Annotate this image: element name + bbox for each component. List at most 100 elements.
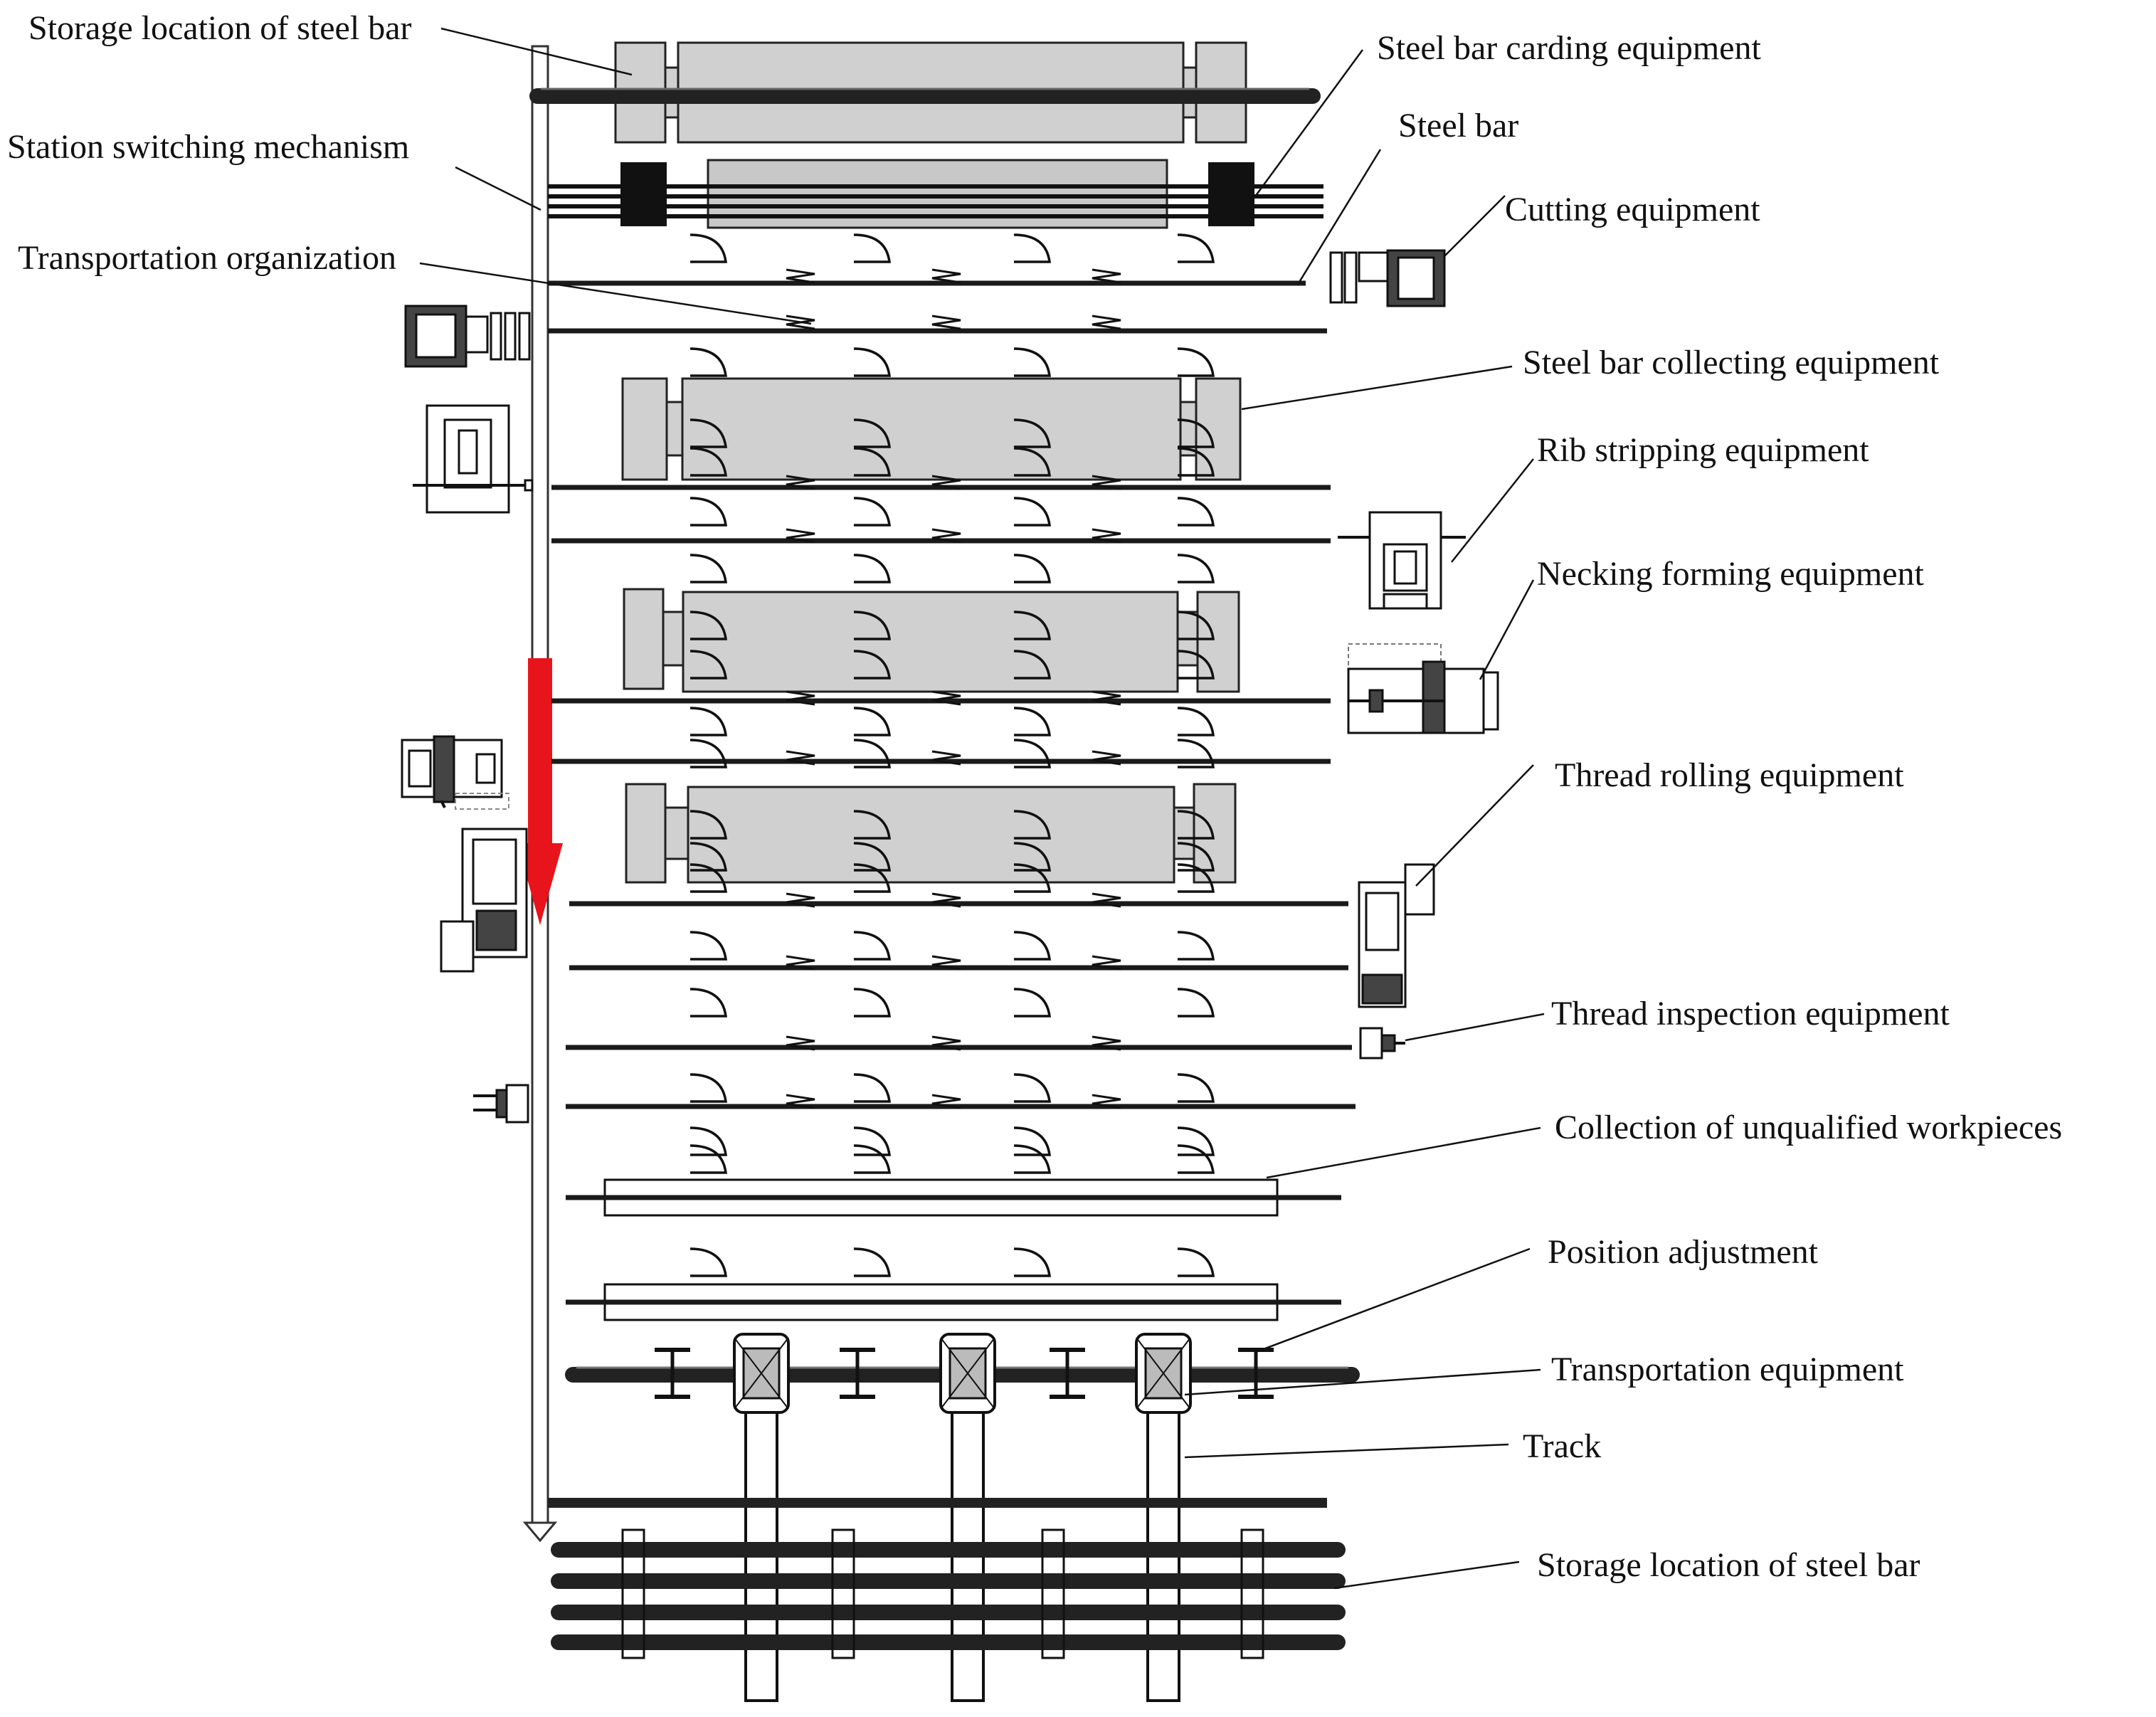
label-position: Position adjustment: [1548, 1233, 1819, 1271]
spring: [931, 528, 961, 544]
hook: [853, 233, 891, 263]
spring: [931, 955, 961, 971]
thread-inspection-device: [1359, 1027, 1405, 1060]
hook: [1013, 842, 1051, 872]
label-thread-rolling: Thread rolling equipment: [1555, 756, 1904, 794]
transportation-equipment: [565, 1333, 1360, 1414]
spring: [1092, 892, 1121, 908]
hook: [853, 739, 891, 768]
hook: [689, 447, 727, 477]
hook: [853, 707, 891, 736]
hook: [853, 447, 891, 477]
hook: [689, 863, 727, 893]
storage-bottom-unit: [551, 1528, 1346, 1659]
hook: [1013, 931, 1051, 961]
hook: [1013, 233, 1051, 263]
label-track: Track: [1523, 1427, 1601, 1465]
hook: [689, 1247, 727, 1277]
carrier: [734, 1337, 789, 1410]
hook: [853, 863, 891, 893]
spring: [786, 690, 815, 706]
label-switching: Station switching mechanism: [7, 128, 409, 166]
storage-top-unit: [529, 41, 1321, 144]
hook: [853, 988, 891, 1018]
hook: [689, 418, 727, 448]
left-thread-rolling-device: [440, 828, 528, 973]
spring: [931, 315, 961, 330]
spring: [1092, 475, 1121, 490]
hook: [853, 497, 891, 527]
hook: [1177, 347, 1215, 377]
carding-unit: [548, 159, 1323, 229]
hook: [689, 988, 727, 1018]
left-necking-device: [401, 735, 509, 810]
hook: [853, 1144, 891, 1174]
hook: [689, 1073, 727, 1103]
label-cutting: Cutting equipment: [1505, 191, 1760, 228]
hook: [853, 810, 891, 840]
hook: [1013, 447, 1051, 477]
leader-lines: [419, 27, 1545, 1590]
label-steel-bar: Steel bar: [1398, 107, 1518, 144]
hook: [853, 554, 891, 583]
hook: [1177, 810, 1215, 840]
spring: [1092, 955, 1121, 971]
hook: [1013, 611, 1051, 640]
hook: [853, 347, 891, 377]
label-transport-equipment: Transportation equipment: [1551, 1351, 1904, 1388]
label-unqualified: Collection of unqualified workpieces: [1555, 1109, 2062, 1146]
hook: [689, 931, 727, 961]
hook: [1177, 1073, 1215, 1103]
thread-rolling-device: [1358, 863, 1435, 1008]
hook: [689, 611, 727, 640]
hook: [1013, 418, 1051, 448]
hook: [1013, 810, 1051, 840]
label-transport-org: Transportation organization: [18, 239, 396, 277]
hook: [689, 650, 727, 680]
hook: [689, 842, 727, 872]
hook: [689, 739, 727, 768]
hook: [853, 1073, 891, 1103]
spring: [931, 1094, 961, 1109]
spring: [1092, 750, 1121, 766]
hook: [1177, 1126, 1215, 1156]
label-rib: Rib stripping equipment: [1537, 431, 1869, 469]
hook: [1013, 554, 1051, 583]
hook: [1177, 611, 1215, 640]
hook: [689, 707, 727, 736]
hook: [853, 1247, 891, 1277]
hook: [1013, 497, 1051, 527]
hook: [1013, 1073, 1051, 1103]
hook: [1013, 650, 1051, 680]
hook: [1177, 739, 1215, 768]
spring: [786, 955, 815, 971]
hook: [1177, 863, 1215, 893]
bar-springs: [786, 268, 1121, 1109]
spring: [786, 750, 815, 766]
hook: [1177, 842, 1215, 872]
hook: [1177, 1247, 1215, 1277]
hook: [1177, 931, 1215, 961]
necking-forming-device: [1347, 643, 1499, 734]
spring: [1092, 690, 1121, 706]
cutting-equipment-device: [1329, 249, 1446, 307]
hook: [1013, 1126, 1051, 1156]
hook: [1013, 707, 1051, 736]
hook: [689, 233, 727, 263]
collecting-rollers: [621, 377, 1242, 884]
conveyor-bars: [548, 280, 1356, 1109]
hook: [1013, 863, 1051, 893]
hook: [853, 842, 891, 872]
label-thread-inspection: Thread inspection equipment: [1551, 995, 1950, 1032]
flow-direction-arrow: [517, 658, 563, 925]
hook: [853, 418, 891, 448]
hook: [1177, 418, 1215, 448]
hook: [1013, 347, 1051, 377]
spring: [1092, 528, 1121, 544]
unqualified-collection-rails: [566, 1178, 1341, 1321]
spring: [786, 1035, 815, 1051]
spring: [931, 268, 961, 284]
hook: [1177, 554, 1215, 583]
hook: [1013, 1247, 1051, 1277]
spring: [786, 268, 815, 284]
